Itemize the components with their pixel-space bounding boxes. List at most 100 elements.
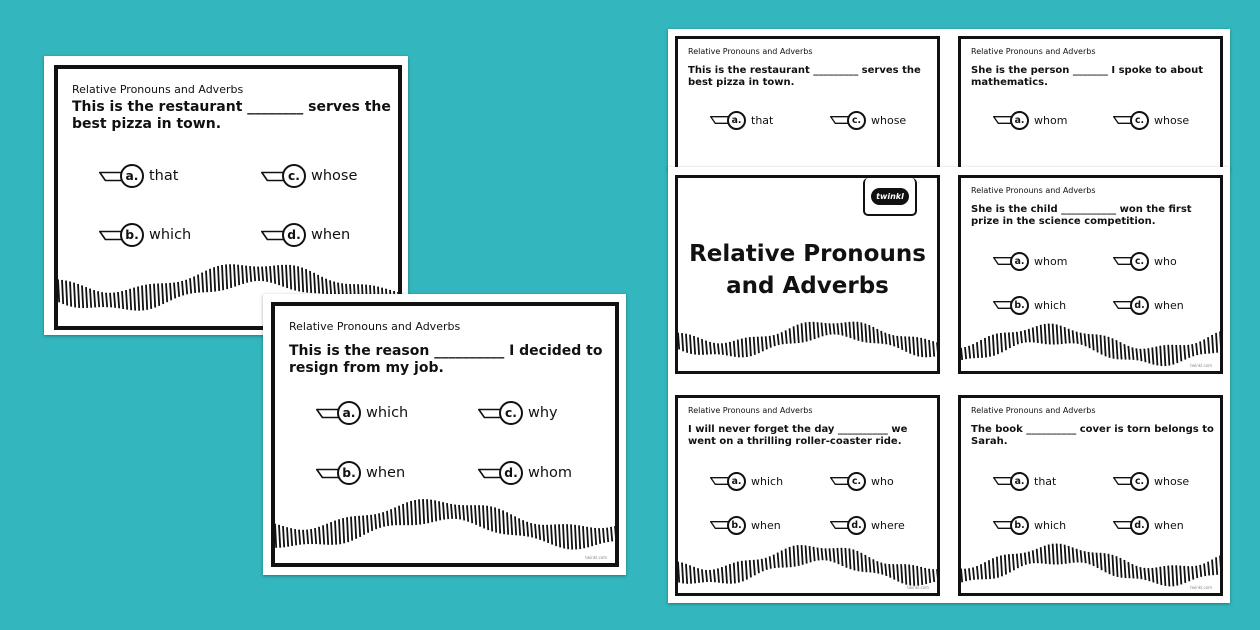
wave-decoration xyxy=(678,321,937,358)
option-text: which xyxy=(1034,518,1067,532)
answer-option[interactable]: a. that xyxy=(993,471,1057,491)
answer-option[interactable]: c. why xyxy=(478,401,558,425)
option-text: why xyxy=(528,405,558,421)
answer-option[interactable]: b. which xyxy=(99,223,191,247)
answer-option[interactable]: c. whose xyxy=(1113,110,1190,130)
option-text: which xyxy=(1034,298,1067,312)
option-text: whose xyxy=(1154,474,1190,488)
answer-option[interactable]: c. whose xyxy=(261,164,357,188)
answer-option[interactable]: c.who xyxy=(830,471,894,491)
option-text: that xyxy=(1034,474,1057,488)
answer-option[interactable]: d. when xyxy=(1113,295,1184,315)
option-letter-badge: d. xyxy=(1130,515,1149,535)
card-header: Relative Pronouns and Adverbs xyxy=(971,406,1096,415)
option-text: where xyxy=(871,518,905,532)
title-card-heading: Relative Pronouns and Adverbs xyxy=(689,241,926,300)
wave-decoration xyxy=(961,543,1220,587)
option-letter-badge: b. xyxy=(1010,515,1029,535)
footer-text: twinkl.com xyxy=(1190,585,1212,590)
option-text: when xyxy=(311,227,351,243)
option-letter-badge: a. xyxy=(1010,251,1029,271)
option-letter-badge: c. xyxy=(847,471,866,491)
option-letter-badge: d. xyxy=(847,515,866,535)
option-text: which xyxy=(366,405,409,421)
option-text: which xyxy=(751,474,784,488)
question-text: This is the reason __________ I decided … xyxy=(289,343,603,376)
option-letter-badge: a. xyxy=(120,164,144,188)
question-text: She is the person _______ I spoke to abo… xyxy=(971,65,1204,88)
option-text: who xyxy=(1154,254,1177,268)
option-letter-badge: a. xyxy=(1010,471,1029,491)
answer-option[interactable]: a. whom xyxy=(993,251,1068,271)
option-text: that xyxy=(751,113,774,127)
answer-option[interactable]: a. which xyxy=(710,471,784,491)
question-text: I will never forget the day __________ w… xyxy=(688,424,908,447)
wave-decoration xyxy=(678,544,937,586)
answer-option[interactable]: c. whose xyxy=(830,110,907,130)
card-header: Relative Pronouns and Adverbs xyxy=(688,47,813,56)
card-header: Relative Pronouns and Adverbs xyxy=(72,83,244,96)
option-letter-badge: b. xyxy=(1010,295,1029,315)
footer-text: twinkl.com xyxy=(907,585,929,590)
option-letter-badge: c. xyxy=(1130,110,1149,130)
answer-option[interactable]: b. when xyxy=(710,515,781,535)
question-text: She is the child ___________ won the fir… xyxy=(971,204,1192,227)
option-text: that xyxy=(149,168,179,184)
answer-option[interactable]: a. that xyxy=(710,110,774,130)
question-text: The book __________ cover is torn belong… xyxy=(971,424,1214,447)
option-text: when xyxy=(1154,518,1184,532)
answer-option[interactable]: a. that xyxy=(99,164,178,188)
option-letter-badge: d. xyxy=(1130,295,1149,315)
option-text: when xyxy=(1154,298,1184,312)
twinkl-logo: twinkl xyxy=(863,178,917,216)
answer-option[interactable]: a. whom xyxy=(993,110,1068,130)
option-letter-badge: a. xyxy=(727,471,746,491)
option-letter-badge: a. xyxy=(337,401,361,425)
option-letter-badge: a. xyxy=(727,110,746,130)
option-text: whose xyxy=(871,113,907,127)
option-text: whose xyxy=(311,168,358,184)
option-letter-badge: c. xyxy=(499,401,523,425)
logo-text: twinkl xyxy=(871,187,909,205)
card-header: Relative Pronouns and Adverbs xyxy=(289,320,461,333)
option-text: whom xyxy=(1034,113,1068,127)
option-letter-badge: c. xyxy=(1130,471,1149,491)
card-header: Relative Pronouns and Adverbs xyxy=(688,406,813,415)
answer-option[interactable]: a. which xyxy=(316,401,408,425)
option-text: when xyxy=(751,518,781,532)
answer-option[interactable]: c. whose xyxy=(1113,471,1190,491)
answer-option[interactable]: c. who xyxy=(1113,251,1177,271)
option-text: when xyxy=(366,465,406,481)
question-text: This is the restaurant _________ serves … xyxy=(688,65,921,88)
option-letter-badge: a. xyxy=(1010,110,1029,130)
option-letter-badge: b. xyxy=(727,515,746,535)
card-6: Relative Pronouns and Adverbs I will neve… xyxy=(675,395,940,596)
option-letter-badge: c. xyxy=(282,164,306,188)
footer-text: twinkl.com xyxy=(1190,363,1212,368)
option-text: whom xyxy=(1034,254,1068,268)
answer-option[interactable]: b. which xyxy=(993,295,1067,315)
wave-decoration xyxy=(961,323,1220,367)
answer-option[interactable]: d. where xyxy=(830,515,905,535)
option-letter-badge: d. xyxy=(499,461,523,485)
option-letter-badge: c. xyxy=(847,110,866,130)
option-text: whose xyxy=(1154,113,1190,127)
option-text: which xyxy=(149,227,192,243)
answer-option[interactable]: b. which xyxy=(993,515,1067,535)
answer-option[interactable]: d.whom xyxy=(478,461,572,485)
answer-option[interactable]: d.when xyxy=(261,223,350,247)
answer-option[interactable]: d. when xyxy=(1113,515,1184,535)
wave-decoration xyxy=(275,499,615,550)
question-text: This is the restaurant ________ serves t… xyxy=(72,99,391,132)
option-letter-badge: b. xyxy=(120,223,144,247)
card-header: Relative Pronouns and Adverbs xyxy=(971,186,1096,195)
option-letter-badge: c. xyxy=(1130,251,1149,271)
answer-option[interactable]: b.when xyxy=(316,461,405,485)
footer-text: twinkl.com xyxy=(585,555,607,560)
